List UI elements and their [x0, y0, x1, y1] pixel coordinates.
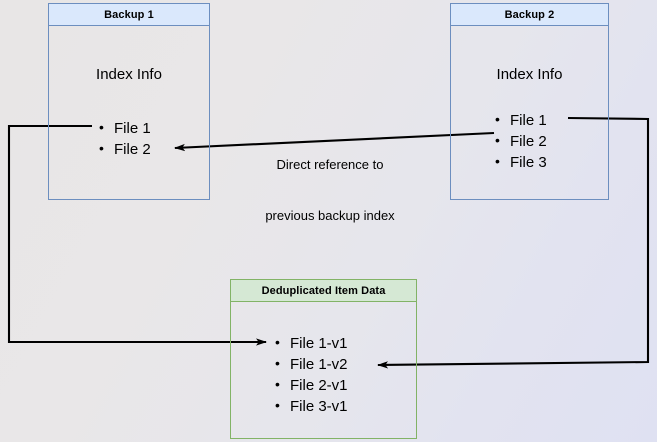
edge-label-line-2: previous backup index — [265, 208, 395, 223]
backup-1-file-list: File 1 File 2 — [99, 117, 151, 160]
dedup-file-list: File 1-v1 File 1-v2 File 2-v1 File 3-v1 — [275, 332, 348, 417]
node-dedup-body: File 1-v1 File 1-v2 File 2-v1 File 3-v1 — [231, 302, 416, 438]
node-backup-2-header: Backup 2 — [451, 4, 608, 26]
edge-label-direct-reference: Direct reference to previous backup inde… — [245, 122, 415, 258]
backup-2-file-list: File 1 File 2 File 3 — [495, 109, 547, 173]
list-item: File 2-v1 — [275, 374, 348, 396]
node-backup-1-header: Backup 1 — [49, 4, 209, 26]
list-item: File 3-v1 — [275, 395, 348, 417]
list-item: File 3 — [495, 151, 547, 173]
list-item: File 1-v2 — [275, 353, 348, 375]
node-backup-2[interactable]: Backup 2 Index Info File 1 File 2 File 3 — [450, 3, 609, 200]
node-deduplicated-item-data[interactable]: Deduplicated Item Data File 1-v1 File 1-… — [230, 279, 417, 439]
backup-1-index-info-label: Index Info — [96, 66, 162, 83]
list-item: File 2 — [495, 130, 547, 152]
list-item: File 2 — [99, 138, 151, 160]
list-item: File 1 — [99, 117, 151, 139]
node-backup-1[interactable]: Backup 1 Index Info File 1 File 2 — [48, 3, 210, 200]
node-dedup-header: Deduplicated Item Data — [231, 280, 416, 302]
edge-label-line-1: Direct reference to — [276, 157, 384, 172]
list-item: File 1-v1 — [275, 332, 348, 354]
node-backup-1-body: Index Info File 1 File 2 — [49, 26, 209, 199]
list-item: File 1 — [495, 109, 547, 131]
backup-2-index-info-label: Index Info — [496, 66, 563, 83]
node-backup-2-body: Index Info File 1 File 2 File 3 — [451, 26, 608, 199]
